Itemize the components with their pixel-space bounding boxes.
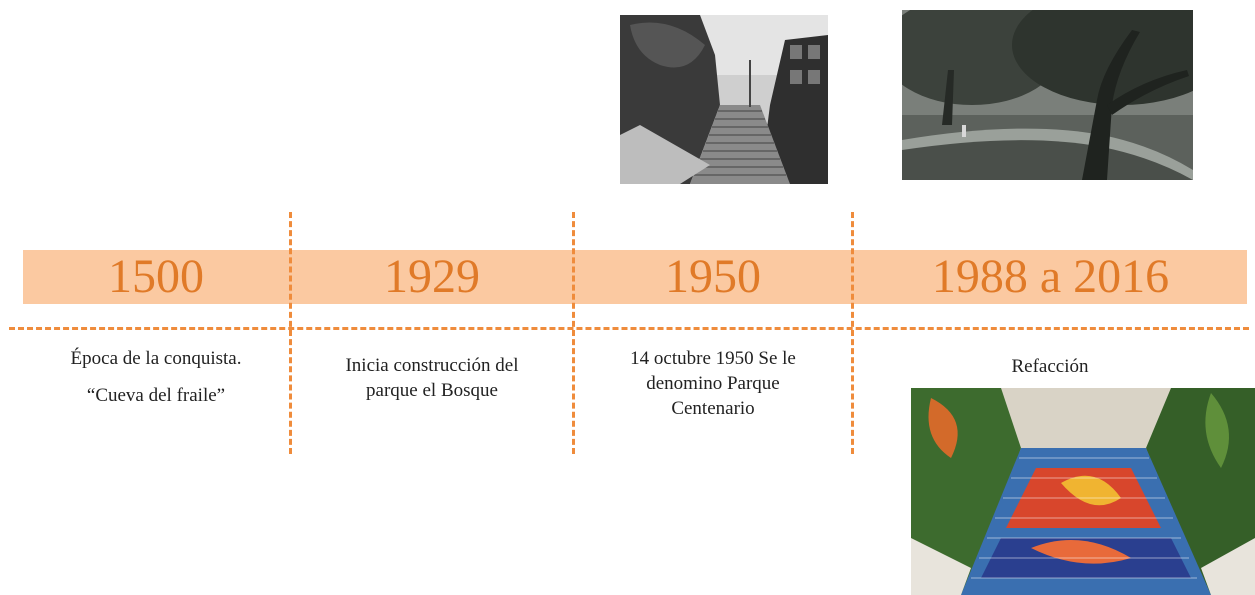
period-1500-line-1: Época de la conquista.	[70, 348, 242, 369]
period-1500-line-2: “Cueva del fraile”	[86, 385, 226, 406]
period-1500-year: 1500	[108, 250, 204, 303]
period-1950-line-2: denomino Parque	[646, 373, 780, 394]
stairway-old-photo-image	[620, 15, 828, 184]
period-1950-line-1: 14 octubre 1950 Se le	[630, 348, 796, 369]
timeline-band	[23, 250, 1247, 304]
park-road-old-photo	[902, 10, 1193, 180]
period-1988-2016-description: Refacción	[960, 354, 1140, 379]
timeline-separator-2	[572, 212, 575, 454]
period-1929-line-1: Inicia construcción del	[345, 355, 519, 376]
mosaic-stairway-photo	[911, 388, 1255, 595]
period-1988-2016-year: 1988 a 2016	[931, 250, 1170, 303]
mosaic-stairway-photo-image	[911, 388, 1255, 595]
park-road-old-photo-image	[902, 10, 1193, 180]
period-1929-year: 1929	[384, 250, 480, 303]
period-1929-line-2: parque el Bosque	[366, 380, 498, 401]
timeline-separator-1	[289, 212, 292, 454]
stairway-old-photo	[620, 15, 828, 184]
period-1988-2016-line-1: Refacción	[1011, 356, 1089, 377]
period-1950-line-3: Centenario	[671, 398, 755, 419]
period-1929-description: Inicia construcción del parque el Bosque	[292, 353, 572, 403]
timeline-axis	[9, 327, 1249, 330]
period-1950-description: 14 octubre 1950 Se le denomino Parque Ce…	[575, 346, 851, 421]
period-1500-description: Época de la conquista. “Cueva del fraile…	[23, 346, 289, 408]
timeline-separator-3	[851, 212, 854, 454]
period-1950-year: 1950	[665, 250, 761, 303]
